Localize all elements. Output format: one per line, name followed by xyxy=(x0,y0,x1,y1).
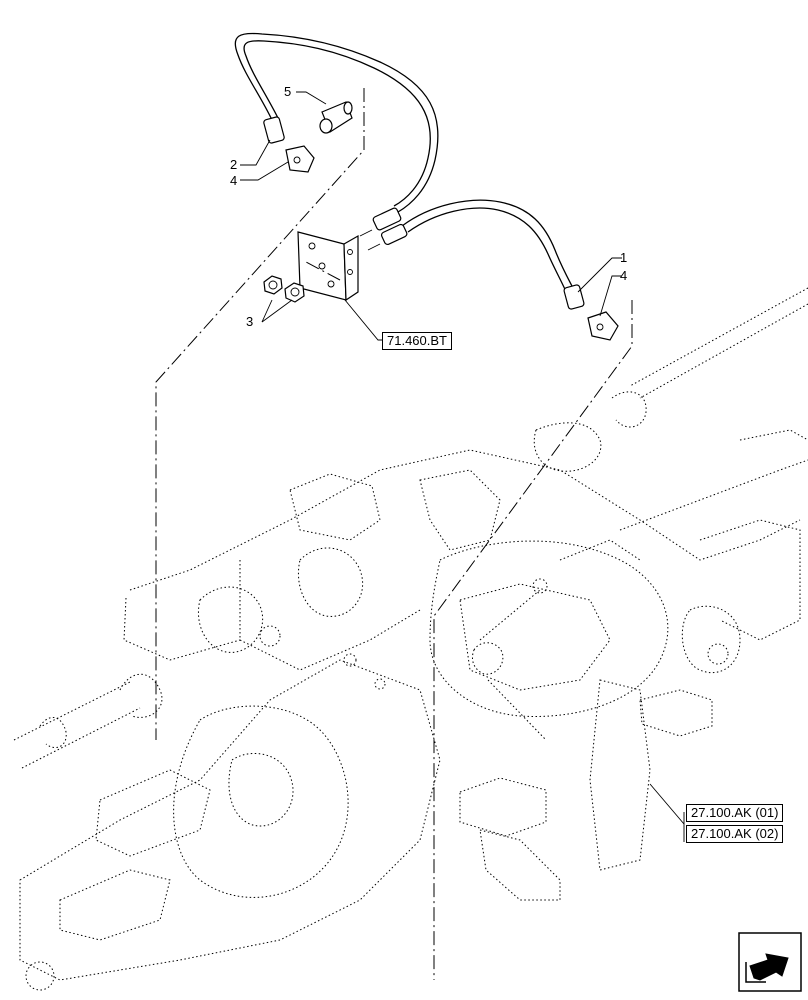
transmission-housing-outline xyxy=(13,287,808,991)
reference-27-100-ak-01-link[interactable]: 27.100.AK (01) xyxy=(686,804,784,822)
fitting-right xyxy=(563,284,619,341)
hose-end-fittings xyxy=(359,207,408,251)
next-page-arrow-icon[interactable] xyxy=(738,932,802,992)
axle-reference-group: 27.100.AK (01) 27.100.AK (02) xyxy=(686,804,784,843)
hose-long xyxy=(234,32,439,213)
callout-1: 1 xyxy=(620,250,627,265)
callout-labels: 5 2 4 3 1 4 xyxy=(230,84,627,329)
adapter-part-5 xyxy=(319,101,353,134)
nuts-part-3 xyxy=(263,275,305,303)
callout-3: 3 xyxy=(246,314,253,329)
callout-4-right: 4 xyxy=(620,268,627,283)
reference-27-100-ak-02-link[interactable]: 27.100.AK (02) xyxy=(686,825,784,843)
reference-71-460-bt-link[interactable]: 71.460.BT xyxy=(382,332,452,350)
callout-2: 2 xyxy=(230,157,237,172)
mounting-bracket xyxy=(297,231,359,302)
callout-4-left: 4 xyxy=(230,173,237,188)
fitting-left xyxy=(263,116,315,173)
callout-5: 5 xyxy=(284,84,291,99)
leader-lines xyxy=(240,91,685,842)
alignment-lines xyxy=(155,88,633,980)
hose-short xyxy=(401,199,575,295)
